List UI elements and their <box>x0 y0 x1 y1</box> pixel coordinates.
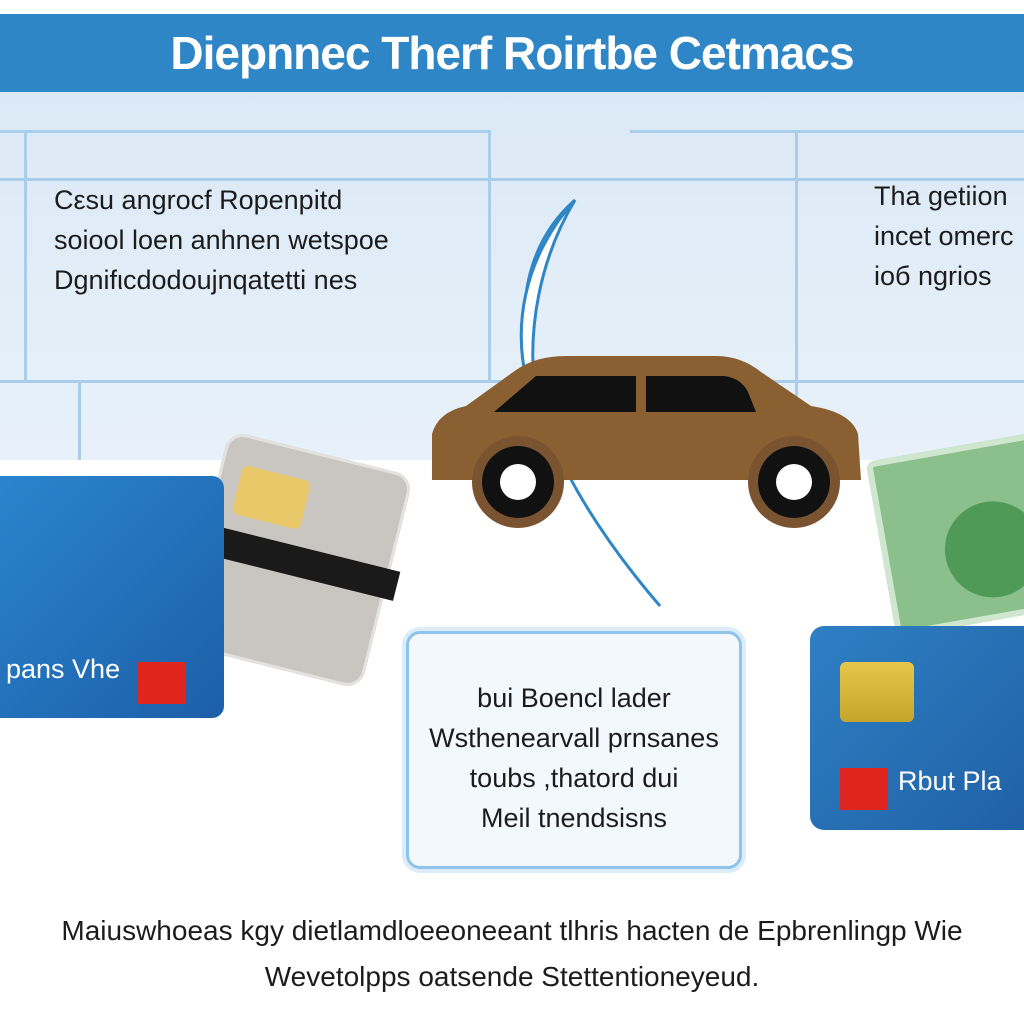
callout-line: Wsthenearvall prnsanes <box>429 723 719 753</box>
wall-divider <box>24 130 27 380</box>
car-icon <box>432 356 861 528</box>
credit-card-icon: pans Vhe <box>0 476 224 718</box>
footer-line: Maiuswhoeas kgy dietlamdloeeoneeant tlhr… <box>61 915 963 946</box>
card-label: pans Vhe <box>6 654 121 684</box>
wall-divider <box>795 130 798 450</box>
callout-line: Meil tnendsisns <box>480 803 668 833</box>
card-logo <box>138 662 186 704</box>
right-panel-line: Tha getiion <box>874 181 1008 211</box>
card-chip-icon <box>231 464 312 531</box>
title-bar: Diepnnec Therf Roirtbe Cetmacs <box>0 14 1024 92</box>
coin-icon <box>937 493 1024 605</box>
wall-divider <box>0 130 490 133</box>
callout-line: toubs ,thatord dui <box>469 763 679 793</box>
card-label: Rbut Pla <box>898 766 1002 796</box>
left-panel-line: Dgnifιcdodoujnqatetti nes <box>54 265 358 295</box>
callout-line: bui Boencl lader <box>477 683 671 713</box>
wall-divider <box>488 130 491 380</box>
left-panel-line: Cεsu angrocf Ropenpitd <box>54 185 343 215</box>
card-chip-icon <box>840 662 914 722</box>
right-panel-text: Tha getiion incet omerc ioб ngrios <box>874 176 1014 296</box>
footer-caption: Maiuswhoeas kgy dietlamdloeeoneeant tlhr… <box>0 908 1024 1000</box>
card-logo <box>840 768 888 810</box>
left-panel-text: Cεsu angrocf Ropenpitd soiool loen anhne… <box>54 180 389 300</box>
wall-divider <box>0 178 1024 181</box>
right-panel-line: ioб ngrios <box>874 261 992 291</box>
footer-line: Wevetolpps oatsende Stettentioneyeud. <box>264 961 760 992</box>
page-title: Diepnnec Therf Roirtbe Cetmacs <box>170 27 854 79</box>
wall-divider <box>78 380 81 460</box>
left-panel-line: soiool loen anhnen wetspoe <box>54 225 389 255</box>
wall-divider <box>630 130 1024 133</box>
credit-card-icon: Rbut Pla <box>810 626 1024 830</box>
right-panel-line: incet omerc <box>874 221 1014 251</box>
callout-box: bui Boencl lader Wsthenearvall prnsanes … <box>406 631 742 869</box>
